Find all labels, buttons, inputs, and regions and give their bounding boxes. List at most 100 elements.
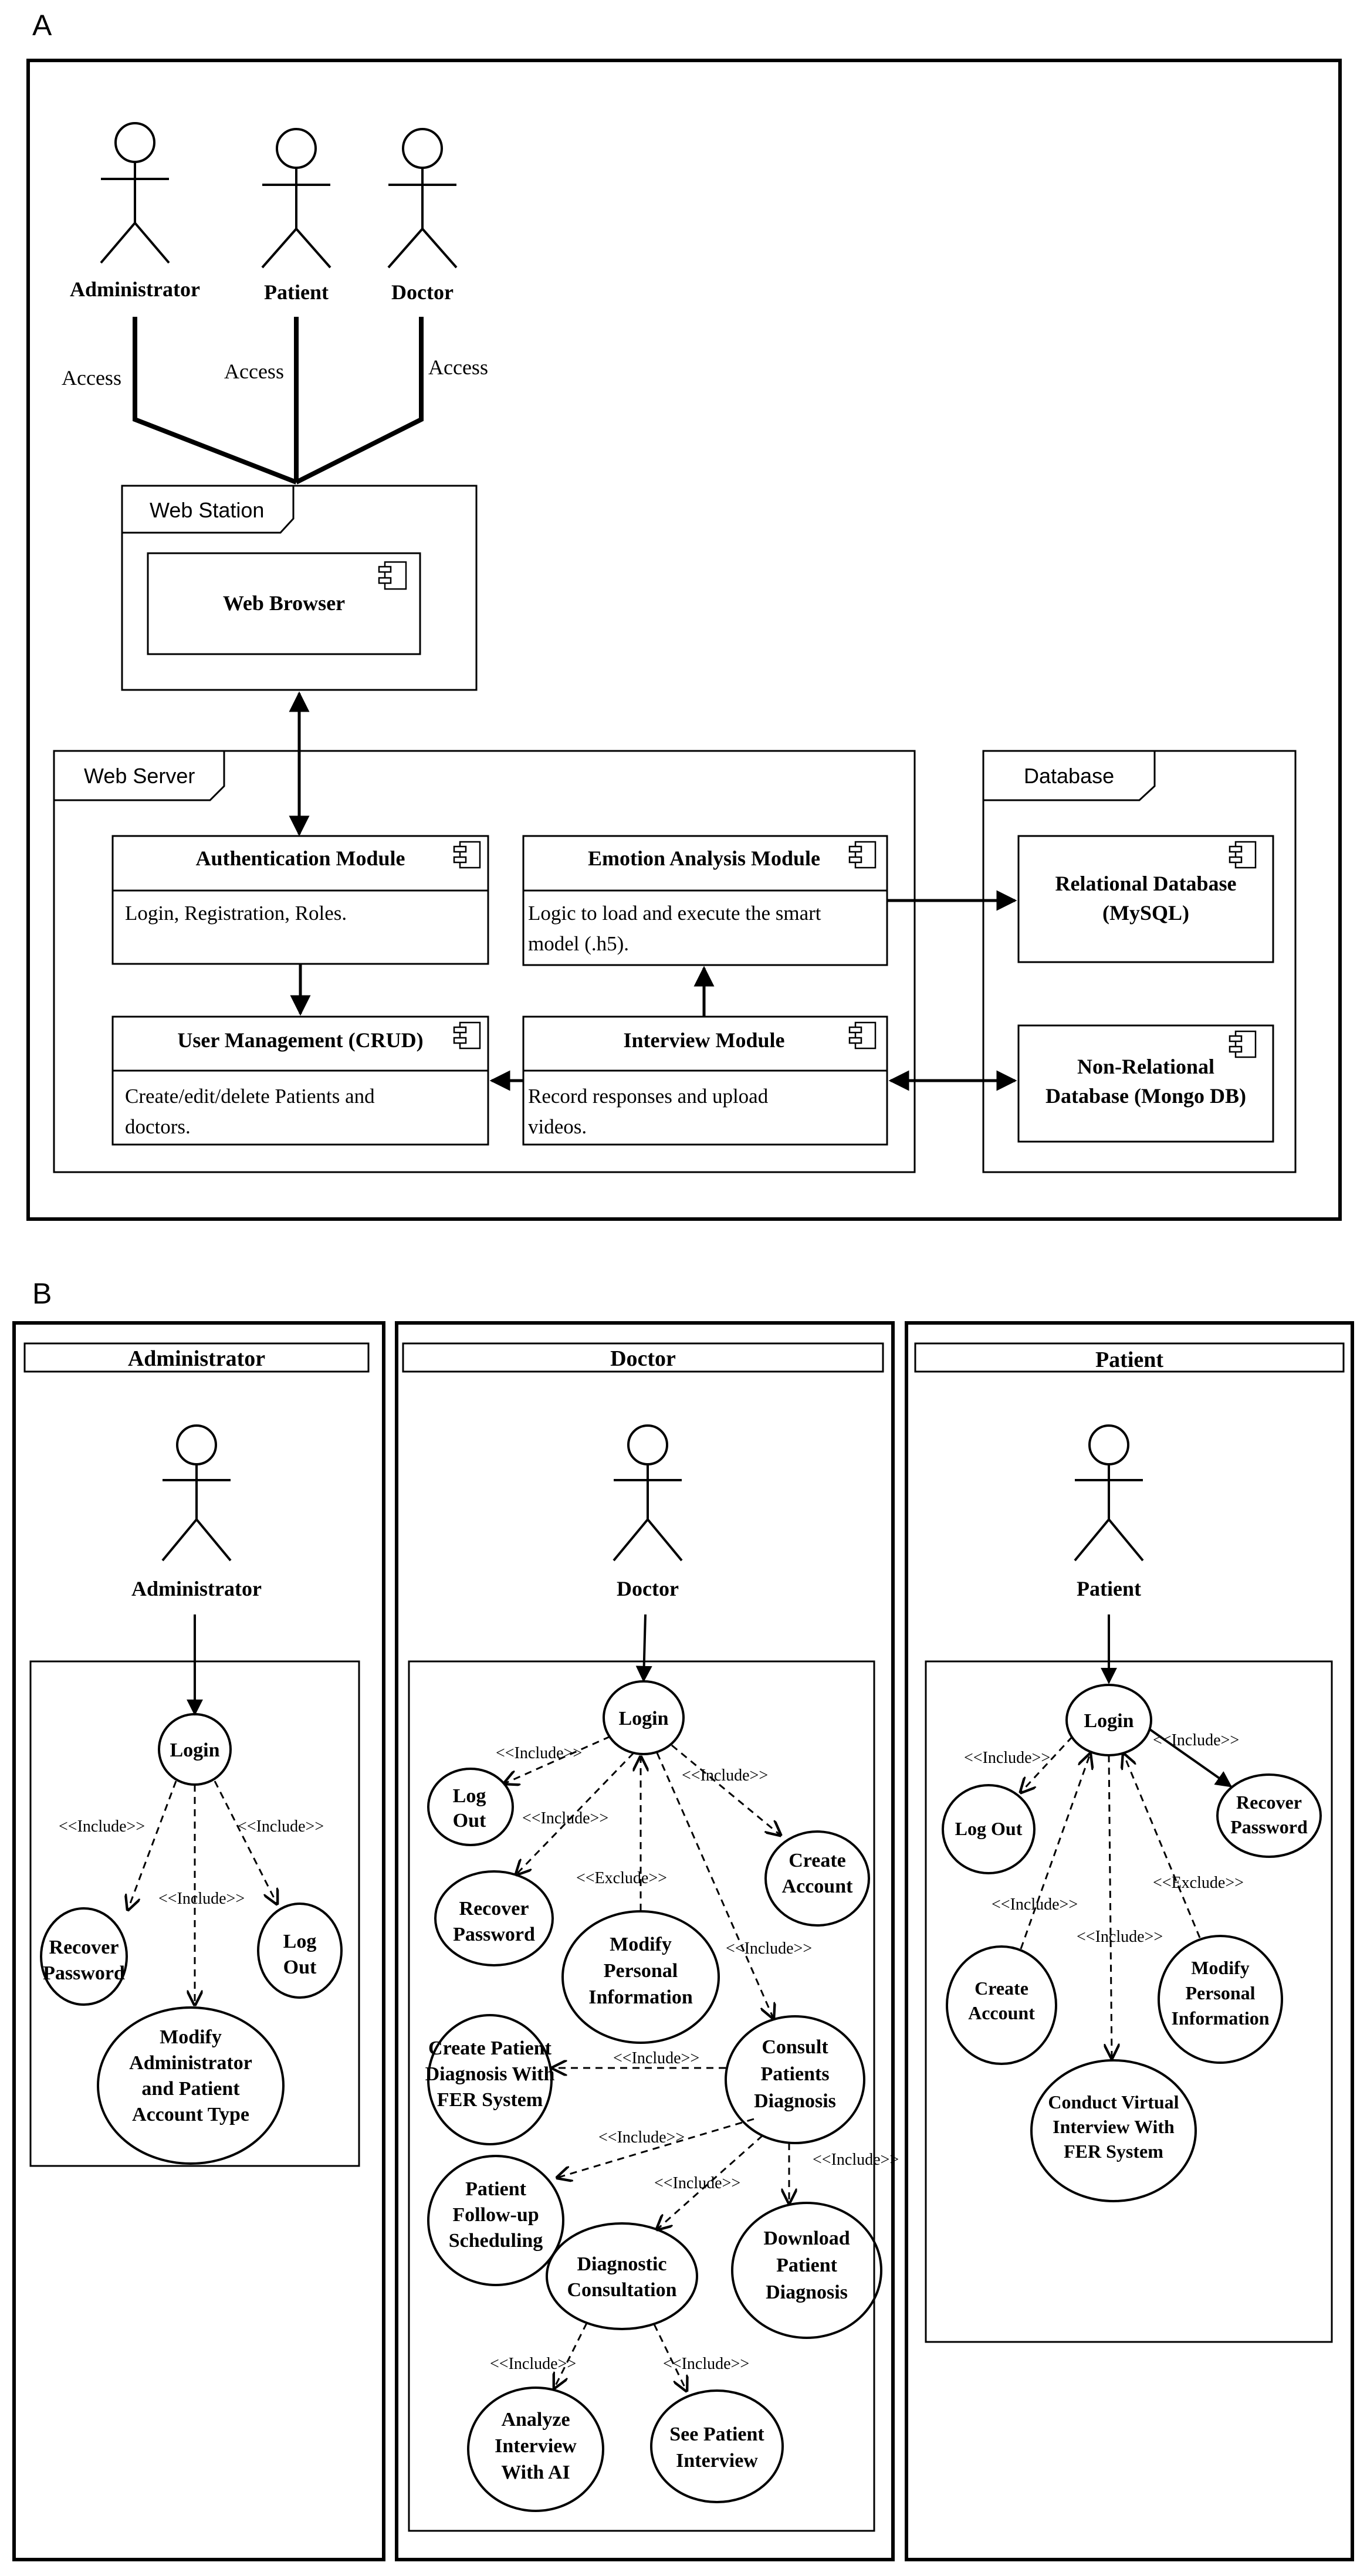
web-server-title: Web Server bbox=[84, 764, 195, 788]
patient-conduct-line3: FER System bbox=[1064, 2141, 1163, 2162]
doctor-logout-line2: Out bbox=[453, 1810, 486, 1832]
doctor-header: Doctor bbox=[610, 1346, 676, 1371]
emotion-analysis-desc-line2: model (.h5). bbox=[528, 932, 629, 955]
user-management-desc-line2: doctors. bbox=[125, 1115, 191, 1138]
relational-database-line1: Relational Database bbox=[1055, 872, 1237, 895]
doctor-include-download: <<Include>> bbox=[813, 2151, 899, 2169]
doctor-create-account-usecase bbox=[764, 1830, 870, 1927]
admin-include-connectors bbox=[128, 1780, 277, 2005]
doctor-create-diag-line1: Create Patient bbox=[428, 2037, 552, 2059]
doctor-consult-line3: Diagnosis bbox=[754, 2090, 836, 2112]
doctor-include-recover: <<Include>> bbox=[522, 1809, 608, 1827]
patient-actor-figure bbox=[1074, 1424, 1144, 1562]
doctor-create-diag-line3: FER System bbox=[437, 2089, 543, 2111]
patient-system-boundary bbox=[925, 1660, 1333, 2343]
admin-modify-line3: and Patient bbox=[141, 2078, 240, 2100]
doctor-followup-line3: Scheduling bbox=[449, 2230, 543, 2252]
component-icon bbox=[848, 841, 877, 869]
doctor-diag-consult-line2: Consultation bbox=[567, 2279, 676, 2301]
doctor-actor-to-login-connector bbox=[635, 1614, 652, 1683]
doctor-create-diag-line2: Diagnosis With bbox=[425, 2063, 555, 2085]
component-icon bbox=[453, 841, 481, 869]
doctor-recover-line2: Password bbox=[453, 1924, 535, 1945]
doctor-diagnostic-consultation-usecase bbox=[546, 2222, 698, 2330]
doctor-modify-line2: Personal bbox=[604, 1960, 678, 1982]
doctor-download-line1: Download bbox=[763, 2228, 850, 2249]
patient-recover-line1: Recover bbox=[1236, 1792, 1302, 1813]
doctor-recover-line1: Recover bbox=[459, 1898, 529, 1920]
interview-module-title: Interview Module bbox=[624, 1028, 785, 1052]
admin-modify-line4: Account Type bbox=[132, 2104, 249, 2125]
doctor-login-label: Login bbox=[618, 1708, 668, 1729]
patient-create-line1: Create bbox=[975, 1978, 1028, 1999]
doctor-actor-figure bbox=[613, 1424, 683, 1562]
patient-modify-line1: Modify bbox=[1191, 1957, 1250, 1978]
actor-patient-label: Patient bbox=[264, 280, 329, 304]
doctor-create-line1: Create bbox=[789, 1850, 846, 1871]
doctor-followup-usecase bbox=[427, 2155, 564, 2286]
admin-recover-line2: Password bbox=[43, 1962, 125, 1984]
access-label-patient: Access bbox=[224, 360, 284, 383]
doctor-include-create-diagnosis: <<Include>> bbox=[613, 2049, 699, 2067]
admin-header: Administrator bbox=[128, 1346, 265, 1371]
doctor-create-diagnosis-usecase bbox=[427, 2014, 553, 2145]
doctor-download-diagnosis-usecase bbox=[731, 2202, 882, 2339]
doctor-consult-diagnosis-usecase bbox=[725, 2015, 865, 2144]
actor-patient-figure bbox=[261, 128, 331, 269]
component-icon bbox=[378, 561, 407, 590]
doctor-include-diag-consult: <<Include>> bbox=[654, 2174, 740, 2192]
doctor-system-boundary bbox=[408, 1660, 875, 2532]
patient-conduct-line1: Conduct Virtual bbox=[1048, 2091, 1179, 2113]
access-connectors bbox=[133, 317, 424, 485]
doctor-create-line2: Account bbox=[782, 1876, 854, 1897]
patient-include-logout: <<Include>> bbox=[964, 1749, 1050, 1767]
authentication-module: Authentication Module Login, Registratio… bbox=[111, 835, 489, 965]
admin-recover-password-usecase bbox=[40, 1907, 128, 2006]
access-label-admin: Access bbox=[62, 366, 121, 390]
patient-login-to-recover-connector bbox=[1149, 1728, 1233, 1788]
doctor-see-interview-usecase bbox=[650, 2389, 784, 2503]
patient-logout-usecase bbox=[942, 1784, 1036, 1874]
component-icon bbox=[1229, 841, 1257, 869]
patient-modify-info-usecase bbox=[1158, 1935, 1283, 2064]
user-management-title: User Management (CRUD) bbox=[177, 1028, 423, 1052]
doctor-followup-line1: Patient bbox=[465, 2178, 527, 2200]
patient-dependency-connectors bbox=[1021, 1735, 1201, 2058]
patient-modify-line2: Personal bbox=[1185, 1982, 1255, 2003]
interview-module-desc-line2: videos. bbox=[528, 1115, 587, 1138]
doctor-see-line1: See Patient bbox=[669, 2423, 764, 2445]
doctor-include-followup: <<Include>> bbox=[598, 2128, 685, 2147]
user-management-module: User Management (CRUD) Create/edit/delet… bbox=[111, 1015, 489, 1146]
patient-include-conduct: <<Include>> bbox=[1077, 1928, 1163, 1946]
interview-module: Interview Module Record responses and up… bbox=[522, 1015, 888, 1146]
patient-actor-label: Patient bbox=[1077, 1577, 1141, 1600]
non-relational-database bbox=[1017, 1024, 1274, 1143]
patient-logout-label: Log Out bbox=[955, 1818, 1023, 1839]
admin-actor-figure bbox=[161, 1424, 232, 1562]
patient-exclude-modify: <<Exclude>> bbox=[1153, 1874, 1244, 1892]
authentication-module-desc: Login, Registration, Roles. bbox=[125, 902, 347, 925]
doctor-include-create: <<Include>> bbox=[682, 1766, 768, 1785]
doctor-logout-line1: Log bbox=[453, 1785, 486, 1807]
admin-logout-line2: Out bbox=[283, 1956, 317, 1978]
database-title: Database bbox=[1024, 764, 1114, 788]
doctor-followup-line2: Follow-up bbox=[452, 2204, 539, 2226]
authentication-module-title: Authentication Module bbox=[195, 847, 405, 870]
access-label-doctor: Access bbox=[428, 356, 488, 379]
panel-b-label: B bbox=[32, 1277, 52, 1310]
component-icon bbox=[453, 1021, 481, 1050]
doctor-analyze-interview-usecase bbox=[467, 2387, 604, 2512]
patient-login-label: Login bbox=[1084, 1710, 1133, 1732]
doctor-analyze-line2: Interview bbox=[495, 2435, 577, 2457]
doctor-include-logout: <<Include>> bbox=[496, 1744, 582, 1762]
doctor-download-line3: Diagnosis bbox=[766, 2281, 848, 2303]
doctor-actor-label: Doctor bbox=[617, 1577, 679, 1600]
doctor-see-line2: Interview bbox=[676, 2450, 758, 2472]
admin-modify-account-usecase bbox=[97, 2006, 285, 2165]
web-browser-component bbox=[147, 552, 421, 655]
admin-swimlane: Administrator bbox=[12, 1321, 385, 2561]
patient-swimlane: Patient bbox=[905, 1321, 1354, 2561]
doctor-swimlane: Doctor bbox=[395, 1321, 895, 2561]
component-icon bbox=[1229, 1030, 1257, 1058]
